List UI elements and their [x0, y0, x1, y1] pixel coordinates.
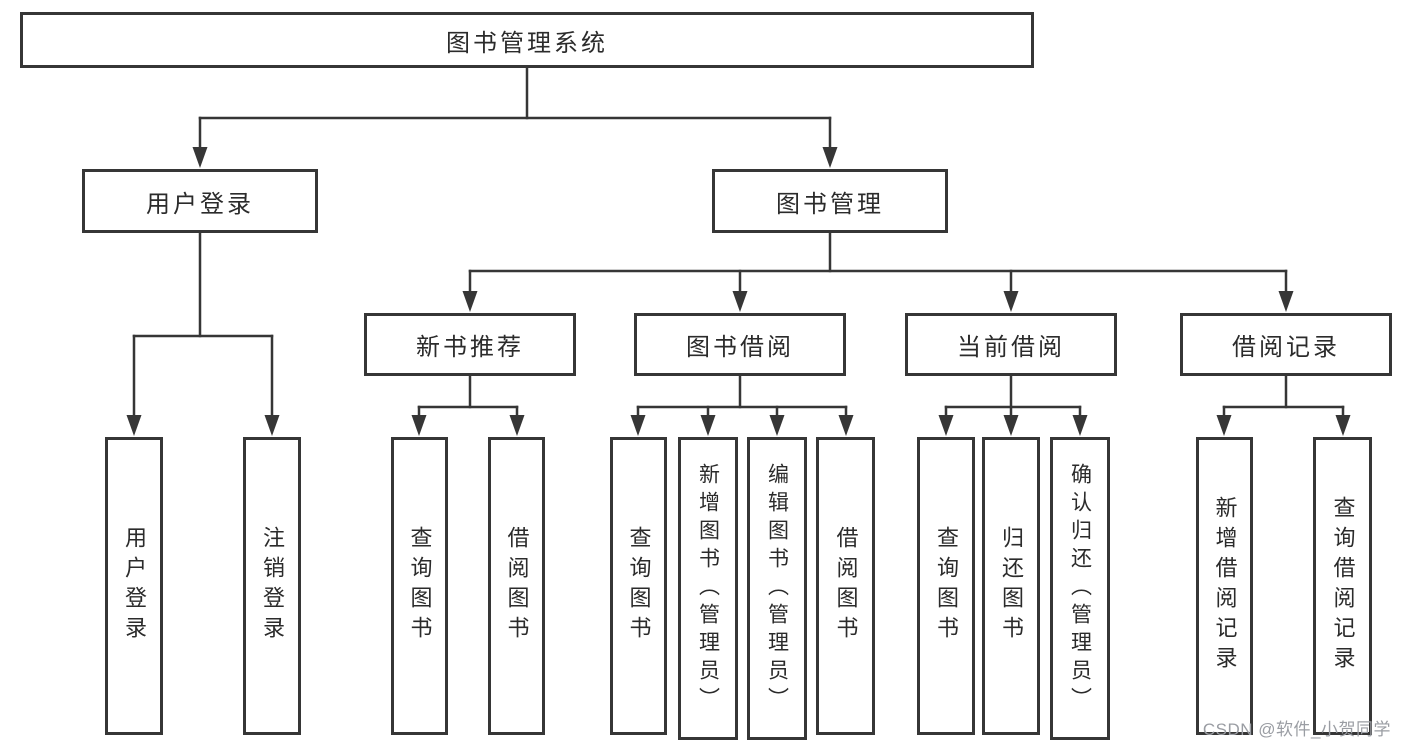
leaf-label: 新增借阅记录 — [1212, 496, 1238, 676]
leaf-label: 查询图书 — [626, 526, 652, 646]
leaf-label: 注销登录 — [260, 526, 285, 646]
leaf-return-books: 归还图书 — [982, 437, 1040, 735]
node-new-book-recommend: 新书推荐 — [364, 313, 576, 376]
leaf-add-books-admin: 新增图书（管理员） — [678, 437, 738, 740]
leaf-logout-login: 注销登录 — [243, 437, 301, 735]
leaf-label: 确认归还（管理员） — [1068, 462, 1092, 715]
node-library-management-system: 图书管理系统 — [20, 12, 1034, 68]
leaf-label: 编辑图书（管理员） — [765, 462, 789, 715]
leaf-label: 归还图书 — [999, 526, 1024, 646]
node-label: 新书推荐 — [416, 334, 524, 361]
leaf-query-borrow-record: 查询借阅记录 — [1313, 437, 1372, 735]
leaf-label: 查询图书 — [407, 526, 433, 646]
node-borrow-records: 借阅记录 — [1180, 313, 1392, 376]
node-label: 当前借阅 — [957, 334, 1065, 361]
node-book-management: 图书管理 — [712, 169, 948, 233]
leaf-add-borrow-record: 新增借阅记录 — [1196, 437, 1253, 735]
leaf-label: 查询借阅记录 — [1330, 496, 1356, 676]
leaf-user-login: 用户登录 — [105, 437, 163, 735]
leaf-query-books-borrow: 查询图书 — [610, 437, 667, 735]
leaf-borrow-books-recommend: 借阅图书 — [488, 437, 545, 735]
leaf-label: 查询图书 — [934, 526, 959, 646]
node-label: 图书管理 — [776, 190, 884, 218]
node-label: 用户登录 — [146, 190, 254, 218]
leaf-confirm-return-admin: 确认归还（管理员） — [1050, 437, 1110, 740]
watermark: CSDN @软件_小贺同学 — [1202, 720, 1391, 739]
node-label: 借阅记录 — [1232, 334, 1340, 361]
node-label: 图书管理系统 — [446, 29, 608, 57]
leaf-query-books-recommend: 查询图书 — [391, 437, 448, 735]
leaf-query-books-current: 查询图书 — [917, 437, 975, 735]
leaf-label: 借阅图书 — [833, 526, 859, 646]
leaf-label: 借阅图书 — [504, 526, 530, 646]
node-current-borrow: 当前借阅 — [905, 313, 1117, 376]
node-label: 图书借阅 — [686, 334, 794, 361]
leaf-borrow-books: 借阅图书 — [816, 437, 875, 735]
node-user-login: 用户登录 — [82, 169, 318, 233]
leaf-label: 用户登录 — [122, 526, 147, 646]
leaf-edit-books-admin: 编辑图书（管理员） — [747, 437, 807, 740]
leaf-label: 新增图书（管理员） — [696, 462, 720, 715]
node-book-borrow: 图书借阅 — [634, 313, 846, 376]
